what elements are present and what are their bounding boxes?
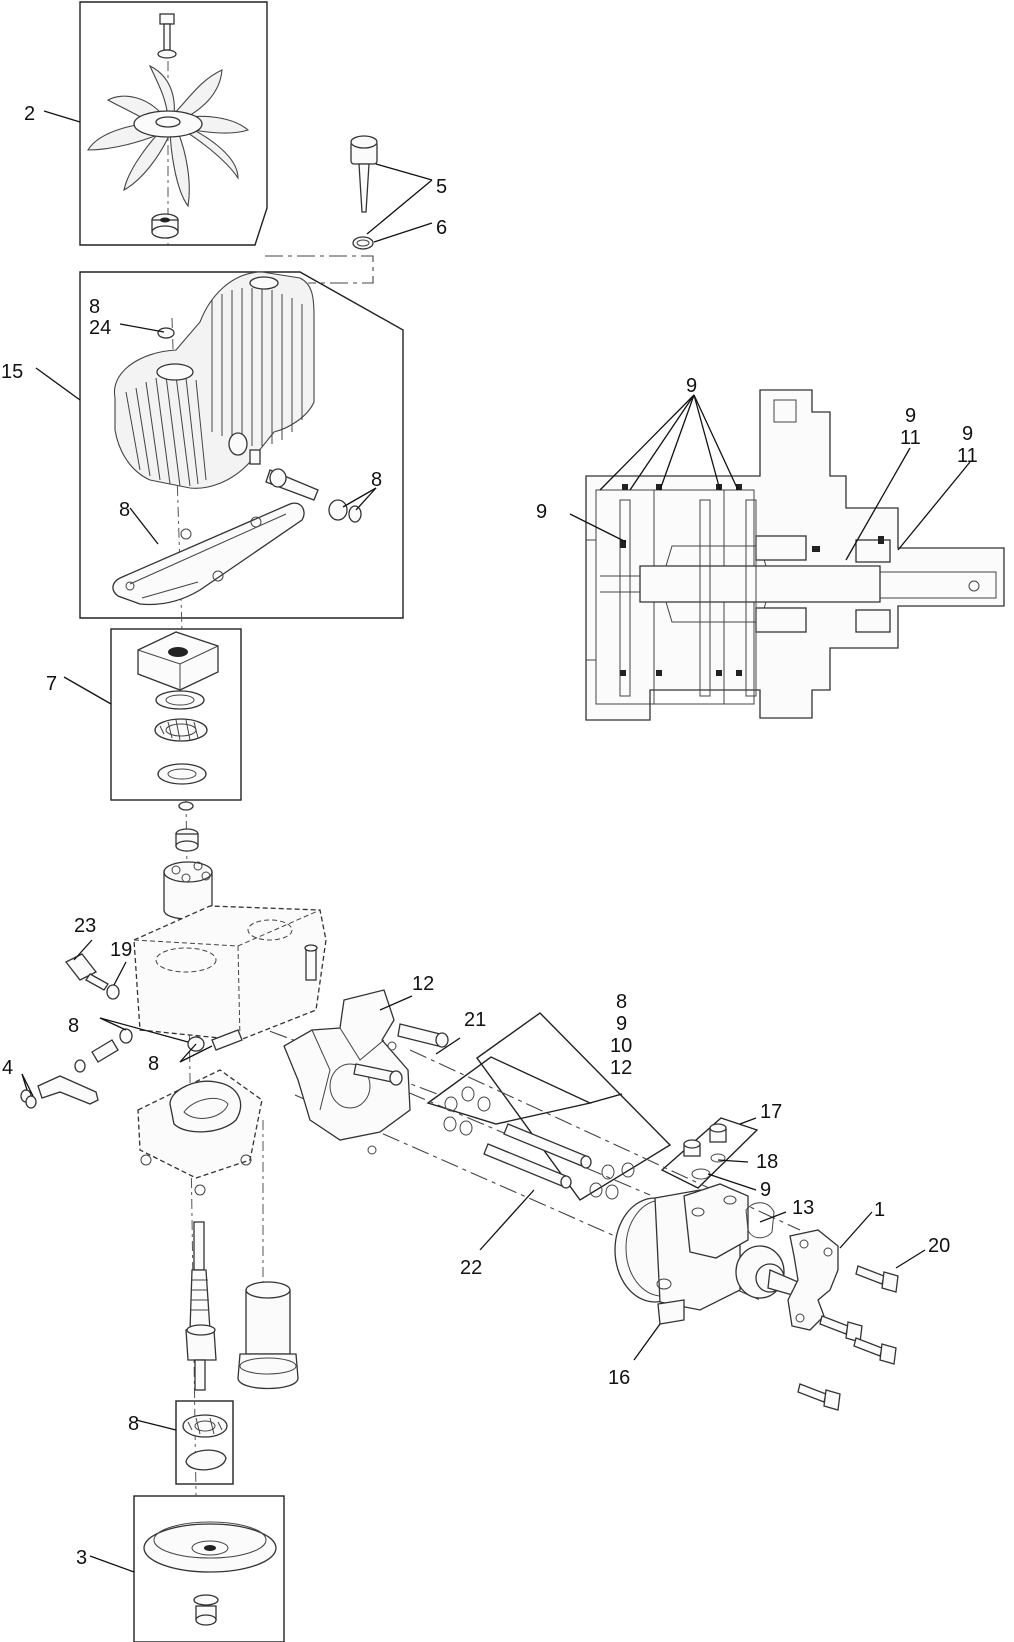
label-22: 22 (460, 1257, 482, 1279)
label-24: 24 (89, 317, 111, 339)
label-8-cover-top: 8 (89, 296, 100, 318)
axis-dipstick (265, 255, 374, 284)
cover-assembly[interactable] (112, 271, 362, 606)
group-frames (79, 1, 759, 1642)
cover-housing (113, 271, 315, 489)
piston-block[interactable] (163, 801, 213, 920)
label-4: 4 (2, 1057, 13, 1079)
thrust-race-bottom (157, 763, 207, 785)
transfer-tubes[interactable] (483, 1123, 635, 1200)
section-view (585, 389, 1005, 721)
frame-pulley (133, 1495, 285, 1642)
middle-housing[interactable] (283, 989, 449, 1155)
label-13: 13 (792, 1197, 814, 1219)
label-9-section-top: 9 (686, 375, 697, 397)
nut-24 (157, 327, 175, 339)
label-12-housing: 12 (412, 973, 434, 995)
axis-motor-1 (319, 1054, 651, 1196)
cover-boss (156, 363, 194, 381)
shaft-seal (328, 499, 348, 521)
label-9-section-right2: 9 (962, 423, 973, 445)
frame-pulley-bearing (175, 1400, 234, 1485)
filter-pan[interactable] (137, 1069, 263, 1196)
fitting-8e (211, 1029, 243, 1051)
center-housing[interactable] (133, 905, 327, 1041)
label-9-section-right1: 9 (905, 405, 916, 427)
label-7: 7 (46, 673, 57, 695)
input-shaft[interactable] (185, 1221, 217, 1391)
bypass-parts[interactable] (20, 953, 243, 1109)
label-8-pan: 8 (148, 1053, 159, 1075)
washer-4b (25, 1095, 37, 1109)
label-3: 3 (76, 1547, 87, 1569)
seal-kit[interactable] (443, 1086, 491, 1136)
label-20: 20 (928, 1235, 950, 1257)
thrust-race-top (155, 690, 205, 710)
valve-body (91, 1039, 119, 1063)
frame-fan (79, 1, 268, 246)
label-6: 6 (436, 217, 447, 239)
shaft-washer (348, 505, 362, 523)
swashplate-bearing-assembly[interactable] (137, 631, 219, 785)
label-10-kit: 10 (610, 1035, 632, 1057)
oring-19 (106, 984, 120, 1000)
leader-lines (21, 110, 971, 1573)
label-8-gasket: 8 (119, 499, 130, 521)
label-8-valve: 8 (68, 1015, 79, 1037)
label-15: 15 (1, 361, 23, 383)
fittings[interactable] (683, 1123, 727, 1180)
oring-8d (119, 1028, 133, 1044)
label-12-kit: 12 (610, 1057, 632, 1079)
fan-blades (87, 64, 250, 208)
label-8-kit: 8 (616, 991, 627, 1013)
fan-bolt (157, 13, 177, 59)
label-18: 18 (756, 1151, 778, 1173)
frame-fittings (660, 1117, 759, 1189)
frame-bearing (110, 628, 242, 801)
frame-seals (426, 1056, 593, 1125)
label-2: 2 (24, 103, 35, 125)
label-21: 21 (464, 1009, 486, 1031)
label-8-pulley: 8 (128, 1413, 139, 1435)
label-19: 19 (110, 939, 132, 961)
label-9-fitting: 9 (760, 1179, 771, 1201)
frame-tubes (476, 1012, 672, 1201)
control-shaft (249, 449, 319, 501)
label-5: 5 (436, 176, 447, 198)
gasket-13[interactable] (745, 1202, 775, 1239)
label-16: 16 (608, 1367, 630, 1389)
wheel-motor[interactable] (614, 1183, 803, 1325)
pulley-bearing[interactable] (182, 1414, 228, 1471)
swashplate (137, 631, 219, 691)
drive-pulley[interactable] (143, 1521, 277, 1626)
label-9-kit: 9 (616, 1013, 627, 1035)
label-23: 23 (74, 915, 96, 937)
cover-fins (125, 288, 303, 487)
label-1: 1 (874, 1199, 885, 1221)
label-9-section-left: 9 (536, 501, 547, 523)
callout-labels: 2 5 6 8 24 15 8 8 7 9 9 11 9 11 9 23 19 … (1, 103, 978, 1569)
label-11-section-right2: 11 (957, 445, 978, 467)
gasket-8 (112, 502, 305, 606)
plate-1[interactable] (787, 1229, 839, 1331)
fan-assembly[interactable] (87, 13, 250, 239)
dipstick-assembly[interactable] (350, 135, 378, 250)
label-11-section-right1: 11 (900, 427, 921, 449)
label-17: 17 (760, 1101, 782, 1123)
fan-hub (151, 213, 179, 239)
cover-top-port (249, 276, 279, 290)
label-8-shaft: 8 (371, 469, 382, 491)
bypass-lever (37, 1075, 99, 1105)
cover-side-port (228, 432, 248, 456)
oil-filter[interactable] (237, 1281, 299, 1390)
bolts-20[interactable] (797, 1265, 899, 1411)
thrust-bearing (154, 718, 208, 742)
